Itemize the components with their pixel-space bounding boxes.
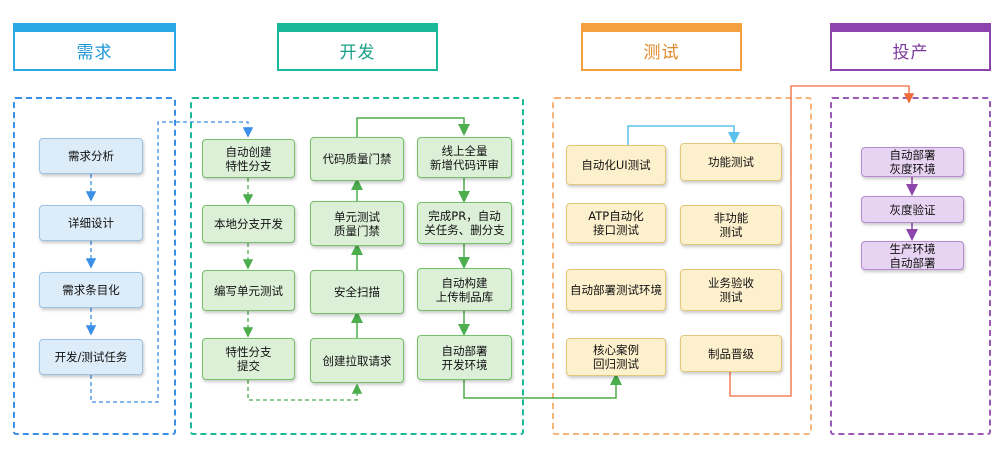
requirement-box-analysis: 需求分析 [39, 138, 143, 174]
dev-box-auto-build-upload: 自动构建 上传制品库 [417, 268, 512, 311]
prod-box-auto-deploy-gray: 自动部署 灰度环境 [861, 147, 964, 177]
test-box-core-regression: 核心案例 回归测试 [566, 338, 666, 376]
testing-header: 测试 [581, 23, 742, 71]
dev-box-create-feature-branch: 自动创建 特性分支 [202, 139, 295, 178]
dev-box-feature-branch-commit: 特性分支 提交 [202, 338, 295, 380]
requirement-box-tasks: 开发/测试任务 [39, 339, 143, 375]
development-header: 开发 [277, 23, 438, 71]
test-box-business-acceptance: 业务验收 测试 [680, 269, 782, 311]
test-box-atp-api: ATP自动化 接口测试 [566, 203, 666, 243]
test-box-auto-deploy-test-env: 自动部署测试环境 [566, 269, 666, 311]
requirement-box-itemize: 需求条目化 [39, 272, 143, 308]
test-box-non-functional: 非功能 测试 [680, 205, 782, 245]
dev-box-full-code-review: 线上全量 新增代码评审 [417, 137, 512, 178]
prod-box-gray-verification: 灰度验证 [861, 196, 964, 223]
requirements-panel [13, 97, 176, 435]
dev-box-unit-test-quality-gate: 单元测试 质量门禁 [310, 201, 404, 246]
testing-panel [552, 97, 812, 435]
dev-box-write-unit-tests: 编写单元测试 [202, 270, 295, 311]
dev-box-create-pull-request: 创建拉取请求 [310, 338, 404, 383]
requirements-header: 需求 [13, 23, 176, 71]
dev-box-auto-deploy-dev: 自动部署 开发环境 [417, 335, 512, 380]
dev-box-complete-pr: 完成PR，自动 关任务、删分支 [417, 202, 512, 244]
prod-box-production-deploy: 生产环境 自动部署 [861, 241, 964, 270]
test-box-ui-automation: 自动化UI测试 [566, 145, 666, 185]
requirement-box-design: 详细设计 [39, 205, 143, 241]
test-box-functional: 功能测试 [680, 143, 782, 181]
development-panel [190, 97, 524, 435]
test-box-artifact-promotion: 制品晋级 [680, 335, 782, 372]
dev-box-security-scan: 安全扫描 [310, 270, 404, 314]
production-header: 投产 [830, 23, 991, 71]
req-to-dev-connector [90, 121, 254, 403]
dev-box-local-branch-dev: 本地分支开发 [202, 205, 295, 243]
dev-box-code-quality-gate: 代码质量门禁 [310, 137, 404, 181]
